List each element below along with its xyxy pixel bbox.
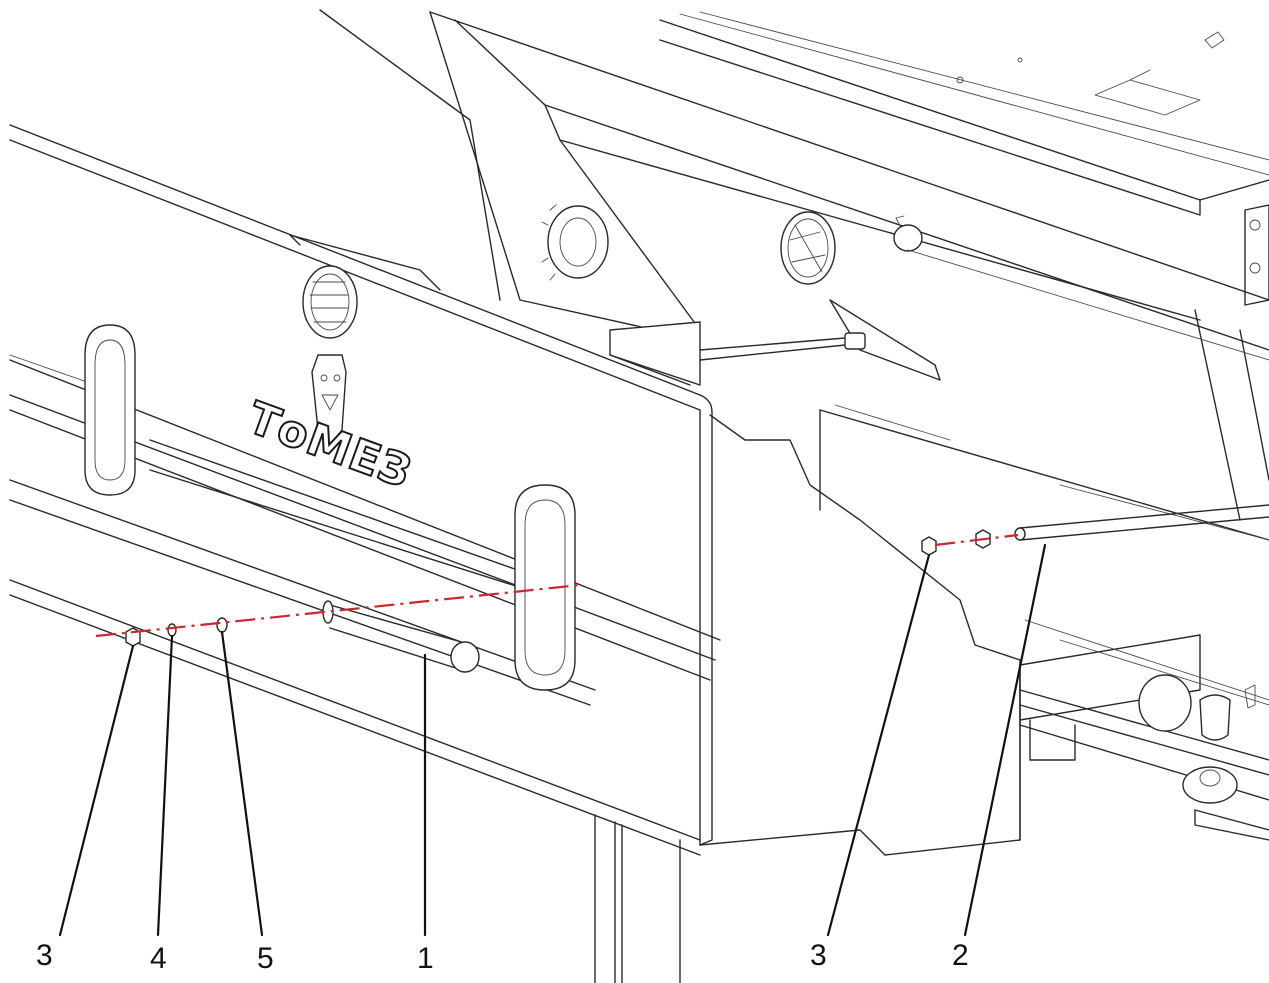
hose-clamp bbox=[893, 215, 1269, 361]
support-bracket bbox=[609, 299, 941, 386]
rod-1 bbox=[322, 600, 480, 673]
threaded-port-front bbox=[302, 265, 358, 339]
nut-3-right bbox=[921, 536, 937, 556]
lower-frame bbox=[1019, 619, 1269, 841]
callout-1: 1 bbox=[417, 942, 434, 975]
callout-3-left: 3 bbox=[36, 939, 53, 972]
leader-lines bbox=[58, 543, 1047, 937]
sprocket-hub bbox=[541, 204, 609, 281]
slot-cutout-left bbox=[84, 324, 136, 496]
callout-4: 4 bbox=[150, 942, 167, 975]
washer-4 bbox=[167, 623, 177, 637]
assembly-axis-right bbox=[934, 533, 1019, 547]
callouts: 3 4 5 1 3 2 bbox=[36, 939, 969, 975]
support-legs bbox=[594, 814, 681, 983]
rod-2 bbox=[1014, 504, 1269, 541]
callout-2: 2 bbox=[952, 939, 969, 972]
callout-5: 5 bbox=[257, 942, 274, 975]
brand-logo: ТоМЕЗ bbox=[240, 354, 420, 500]
washer-5 bbox=[216, 617, 228, 633]
slot-cutout-right bbox=[514, 484, 576, 691]
hopper-body bbox=[319, 9, 1269, 521]
assembly-axis-left bbox=[95, 583, 581, 638]
callout-3-right: 3 bbox=[810, 939, 827, 972]
threaded-port-upper bbox=[780, 211, 836, 285]
front-housing bbox=[9, 124, 1269, 856]
